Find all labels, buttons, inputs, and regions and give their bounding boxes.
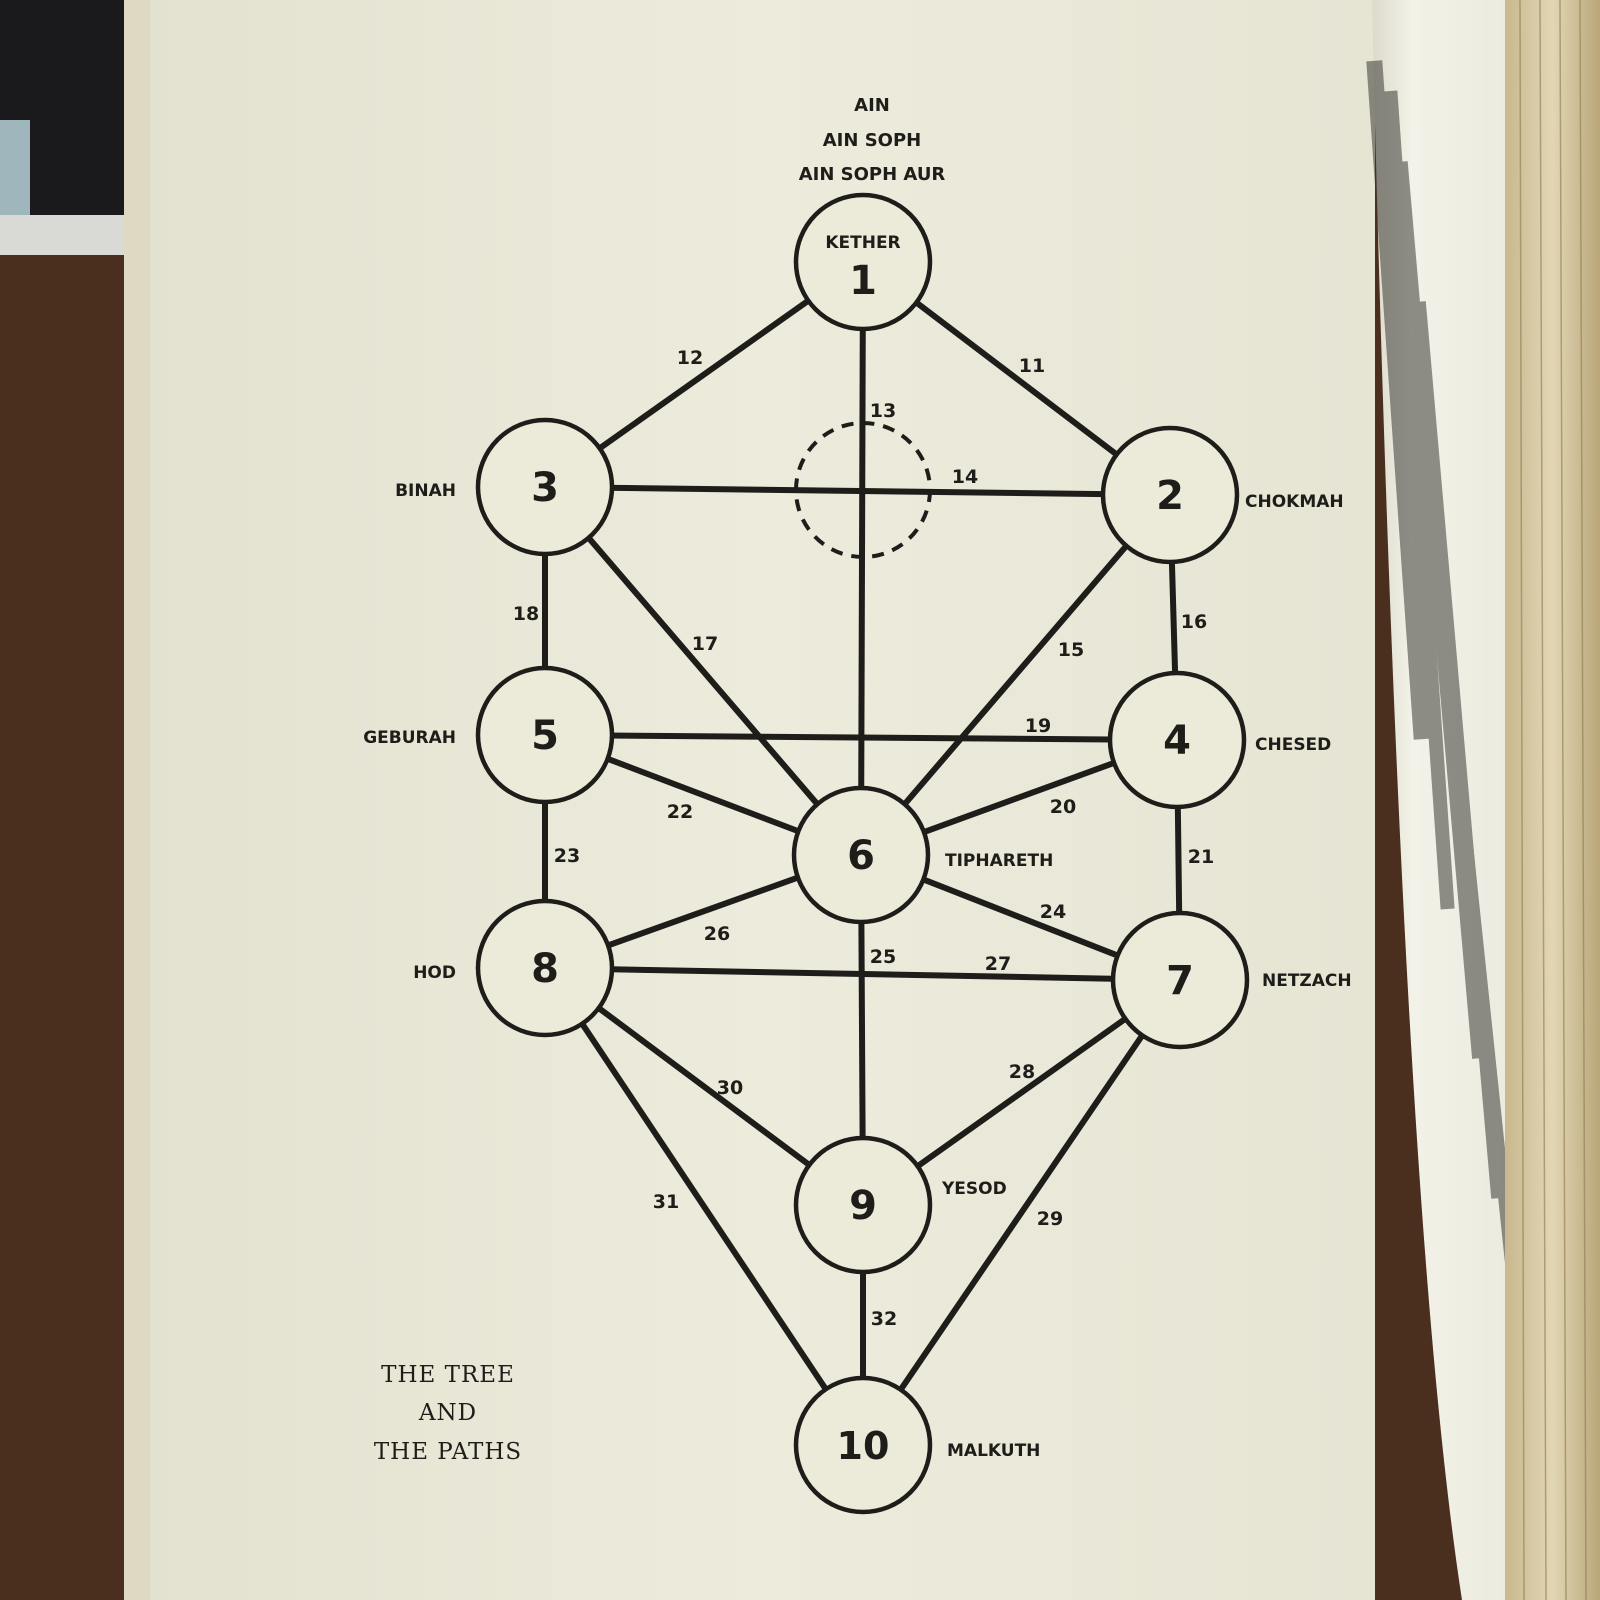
path-line-17: [542, 484, 864, 858]
path-label-20: 20: [1050, 796, 1076, 818]
path-label-22: 22: [667, 801, 693, 823]
path-label-27: 27: [985, 953, 1011, 975]
path-labels: 1112131415161718192021222324252627282930…: [513, 347, 1214, 1330]
sephirah-name-kether: KETHER: [825, 233, 900, 253]
sephirah-name-netzach: NETZACH: [1262, 971, 1352, 991]
path-line-14: [542, 484, 1173, 498]
sephirah-chokmah: 2 CHOKMAH: [1100, 425, 1344, 565]
path-label-31: 31: [653, 1191, 679, 1213]
sephirah-circle-4: [1107, 670, 1247, 810]
sephirah-circle-9: [793, 1135, 933, 1275]
sephirah-circle-10: [793, 1375, 933, 1515]
page-edge-lines: [1519, 0, 1587, 1600]
page-edges: [1505, 0, 1600, 1600]
book-spine-light: [0, 120, 30, 230]
path-label-24: 24: [1040, 901, 1066, 923]
sephirah-circle-3: [475, 417, 615, 557]
path-label-11: 11: [1019, 355, 1045, 377]
header-line-3: AIN SOPH AUR: [799, 164, 946, 185]
sephirah-kether: 1 KETHER: [793, 192, 933, 332]
sephirah-netzach: 7 NETZACH: [1110, 910, 1352, 1050]
sephirah-malkuth: 10 MALKUTH: [793, 1375, 1040, 1515]
caption-line-1: THE TREE: [381, 1362, 515, 1388]
path-label-25: 25: [870, 946, 896, 968]
header-line-2: AIN SOPH: [823, 130, 921, 151]
sephirah-name-geburah: GEBURAH: [363, 728, 456, 748]
path-line-27: [542, 965, 1183, 983]
sephirah-circle-6: [791, 785, 931, 925]
sephirah-circle-1: [793, 192, 933, 332]
sephirah-number-3: 3: [531, 465, 559, 511]
path-label-17: 17: [692, 633, 718, 655]
path-label-32: 32: [871, 1308, 897, 1330]
sephirah-name-malkuth: MALKUTH: [947, 1441, 1040, 1461]
path-label-30: 30: [717, 1077, 743, 1099]
sephirah-chesed: 4 CHESED: [1107, 670, 1331, 810]
daath-dashed-circle: [794, 421, 932, 559]
sephirah-geburah: 5 GEBURAH: [363, 665, 615, 805]
sephirah-name-yesod: YESOD: [941, 1179, 1007, 1199]
path-label-14: 14: [952, 466, 978, 488]
sephirah-circle-8: [475, 898, 615, 1038]
sephirah-yesod: 9 YESOD: [793, 1135, 1007, 1275]
caption-line-3: THE PATHS: [374, 1439, 522, 1465]
caption-line-2: AND: [418, 1400, 477, 1426]
sephirah-name-binah: BINAH: [395, 481, 456, 501]
sephirah-binah: 3 BINAH: [395, 417, 615, 557]
header-line-1: AIN: [854, 95, 890, 116]
path-label-16: 16: [1181, 611, 1207, 633]
path-label-19: 19: [1025, 715, 1051, 737]
sephirah-name-hod: HOD: [413, 963, 456, 983]
sephirah-name-chokmah: CHOKMAH: [1245, 492, 1344, 512]
path-line-19: [542, 732, 1180, 743]
sephirah-name-chesed: CHESED: [1255, 735, 1331, 755]
sephirah-number-10: 10: [837, 1424, 890, 1468]
path-label-12: 12: [677, 347, 703, 369]
path-label-13: 13: [870, 400, 896, 422]
path-label-28: 28: [1009, 1061, 1035, 1083]
path-label-29: 29: [1037, 1208, 1063, 1230]
ain-soph-header: AIN AIN SOPH AIN SOPH AUR: [799, 95, 946, 185]
sephiroth-layer: 1 KETHER 2 CHOKMAH 3 BINAH 4 CHESED 5 GEBURAH 6 TIP…: [363, 192, 1352, 1515]
sephirah-number-7: 7: [1166, 958, 1194, 1004]
path-label-21: 21: [1188, 846, 1214, 868]
sephirah-circle-7: [1110, 910, 1250, 1050]
path-line-15: [858, 492, 1173, 858]
sephirah-circle-2: [1100, 425, 1240, 565]
sephirah-number-6: 6: [847, 833, 875, 879]
sephirah-number-5: 5: [531, 713, 559, 759]
right-page-text-block: [1366, 60, 1530, 1379]
diagram-caption: THE TREE AND THE PATHS: [374, 1362, 522, 1465]
sephirah-number-1: 1: [849, 258, 877, 304]
sephirah-tiphareth: 6 TIPHARETH: [791, 785, 1053, 925]
sephirah-name-tiphareth: TIPHARETH: [945, 851, 1053, 871]
sephirah-number-2: 2: [1156, 473, 1184, 519]
sephirah-hod: 8 HOD: [413, 898, 615, 1038]
path-label-26: 26: [704, 923, 730, 945]
path-line-29: [860, 977, 1183, 1448]
sephirah-number-9: 9: [849, 1183, 877, 1229]
sephirah-number-4: 4: [1163, 718, 1191, 764]
sephirah-circle-5: [475, 665, 615, 805]
sephirah-number-8: 8: [531, 946, 559, 992]
path-label-15: 15: [1058, 639, 1084, 661]
path-line-31: [542, 965, 866, 1448]
path-label-23: 23: [554, 845, 580, 867]
path-label-18: 18: [513, 603, 539, 625]
